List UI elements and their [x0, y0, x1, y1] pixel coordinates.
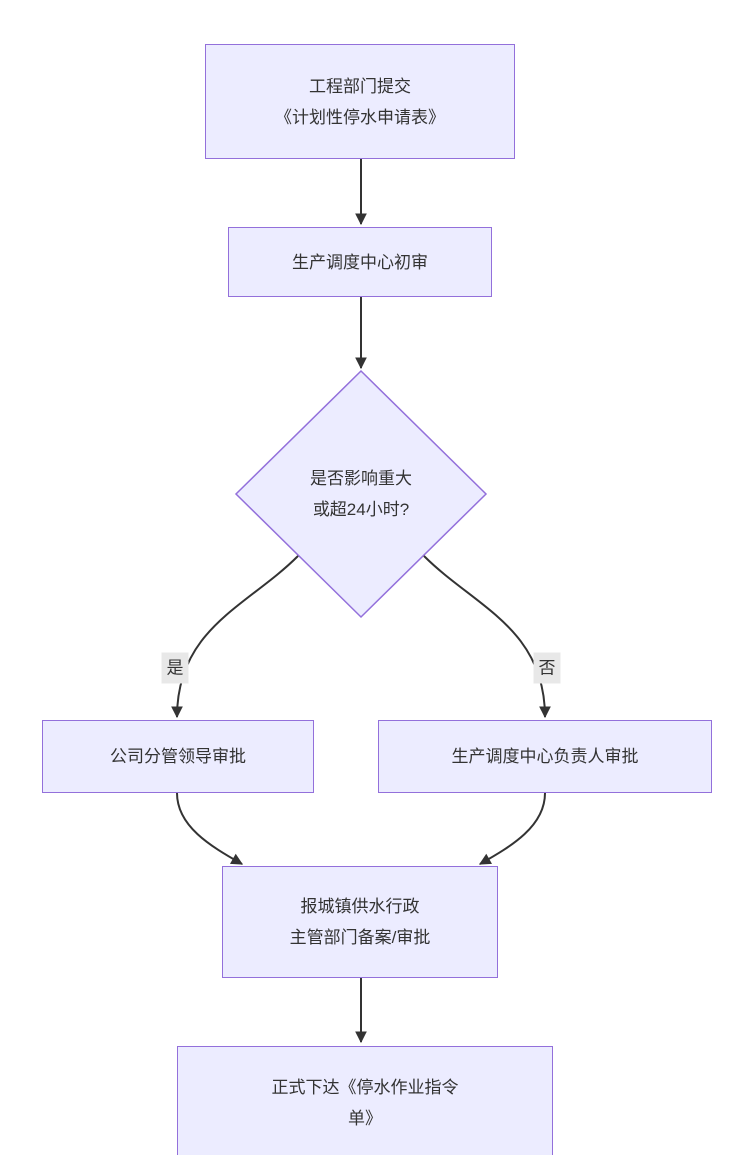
node-leader-approval-label: 公司分管领导审批 [110, 747, 246, 766]
edge-label-no: 否 [533, 652, 561, 684]
node-report-authority-label: 报城镇供水行政 主管部门备案/审批 [289, 897, 431, 947]
edge-leader-to-report [176, 792, 244, 865]
node-decision-label: 是否影响重大 或超24小时? [310, 469, 412, 519]
node-leader-approval: 公司分管领导审批 [42, 720, 314, 793]
node-submit-application: 工程部门提交 《计划性停水申请表》 [205, 44, 515, 159]
node-dispatch-head-approval-label: 生产调度中心负责人审批 [451, 747, 639, 766]
node-submit-application-label: 工程部门提交 《计划性停水申请表》 [275, 76, 445, 127]
node-initial-review: 生产调度中心初审 [228, 227, 492, 297]
node-issue-order-label: 正式下达《停水作业指令 单》 [271, 1078, 459, 1128]
node-initial-review-label: 生产调度中心初审 [292, 252, 428, 272]
node-decision: 是否影响重大 或超24小时? [261, 432, 461, 556]
node-report-authority: 报城镇供水行政 主管部门备案/审批 [222, 866, 498, 978]
edge-label-yes: 是 [161, 652, 189, 684]
node-dispatch-head-approval: 生产调度中心负责人审批 [378, 720, 712, 793]
edge-decision-yes [171, 555, 299, 719]
decision-diamond-shape [234, 369, 488, 619]
edge-dispatchhead-to-report [478, 792, 546, 865]
edge-decision-no [423, 555, 551, 719]
node-issue-order: 正式下达《停水作业指令 单》 [177, 1046, 553, 1155]
